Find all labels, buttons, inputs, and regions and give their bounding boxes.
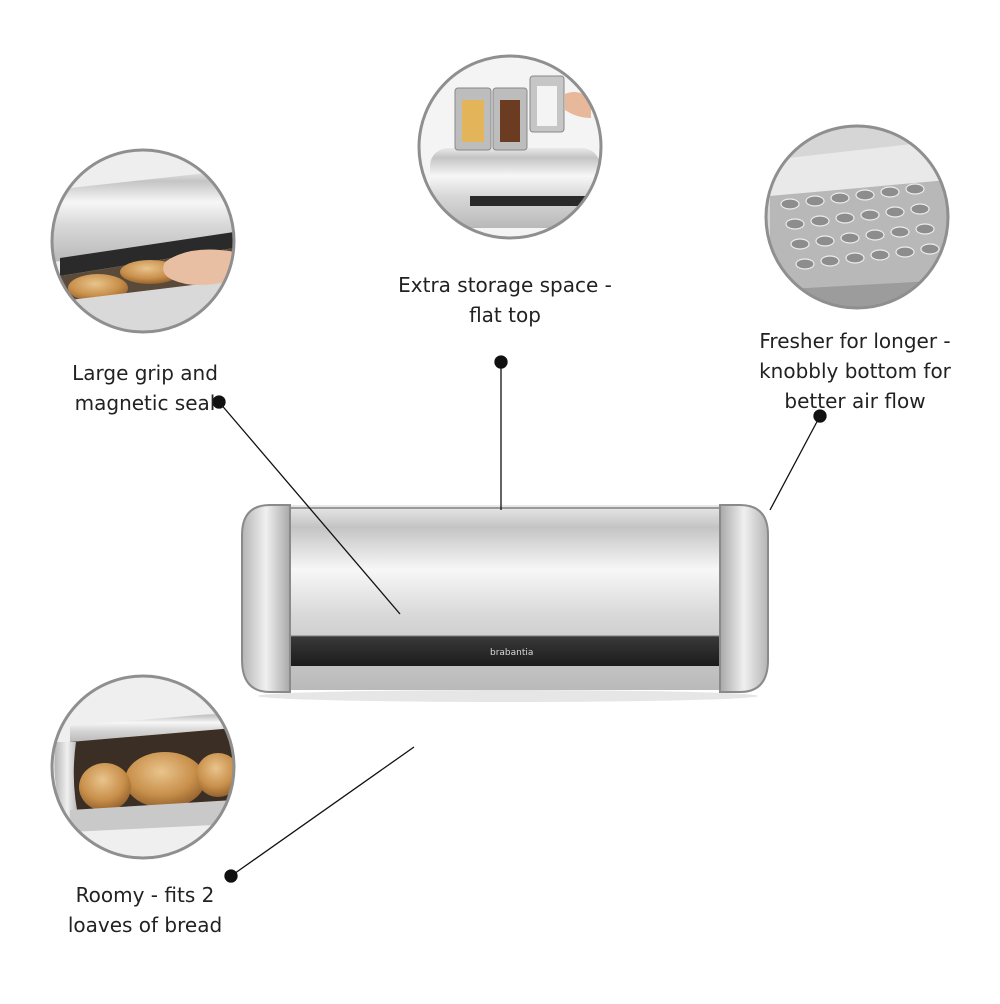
- flat-top-callout-dot: [494, 355, 508, 369]
- roomy-caption-line1: Roomy - fits 2: [75, 883, 215, 907]
- grip-caption-line2: magnetic seal: [74, 391, 216, 415]
- fresher-caption-line1: Fresher for longer -: [759, 329, 951, 353]
- bread-bin-product: brabantia: [241, 504, 769, 702]
- flat-top-detail-image: [417, 54, 603, 240]
- roomy-detail-image: [50, 674, 236, 860]
- bread-bin-handle: [268, 636, 748, 666]
- grip-detail-image: [50, 148, 236, 334]
- fresher-caption-line3: better air flow: [784, 389, 926, 413]
- grip-caption-line1: Large grip and: [72, 361, 218, 385]
- brand-logo: brabantia: [490, 648, 533, 658]
- roomy-callout-dot: [224, 869, 238, 883]
- bread-bin-left-end: [241, 504, 291, 693]
- roomy-callout-line: [230, 746, 415, 877]
- flat-top-caption-line1: Extra storage space -: [398, 273, 612, 297]
- fresher-caption-line2: knobbly bottom for: [759, 359, 951, 383]
- flat-top-caption: Extra storage space - flat top: [380, 270, 630, 330]
- roomy-caption-line2: loaves of bread: [67, 913, 223, 937]
- fresher-callout-line: [769, 415, 821, 511]
- bread-bin-right-end: [719, 504, 769, 693]
- knobbly-bottom-detail-image: [764, 124, 950, 310]
- flat-top-caption-line2: flat top: [469, 303, 541, 327]
- roomy-caption: Roomy - fits 2 loaves of bread: [40, 880, 250, 940]
- grip-callout-dot: [212, 395, 226, 409]
- fresher-callout-dot: [813, 409, 827, 423]
- grip-callout-line: [218, 401, 401, 615]
- fresher-caption: Fresher for longer - knobbly bottom for …: [740, 326, 970, 416]
- grip-caption: Large grip and magnetic seal: [40, 358, 250, 418]
